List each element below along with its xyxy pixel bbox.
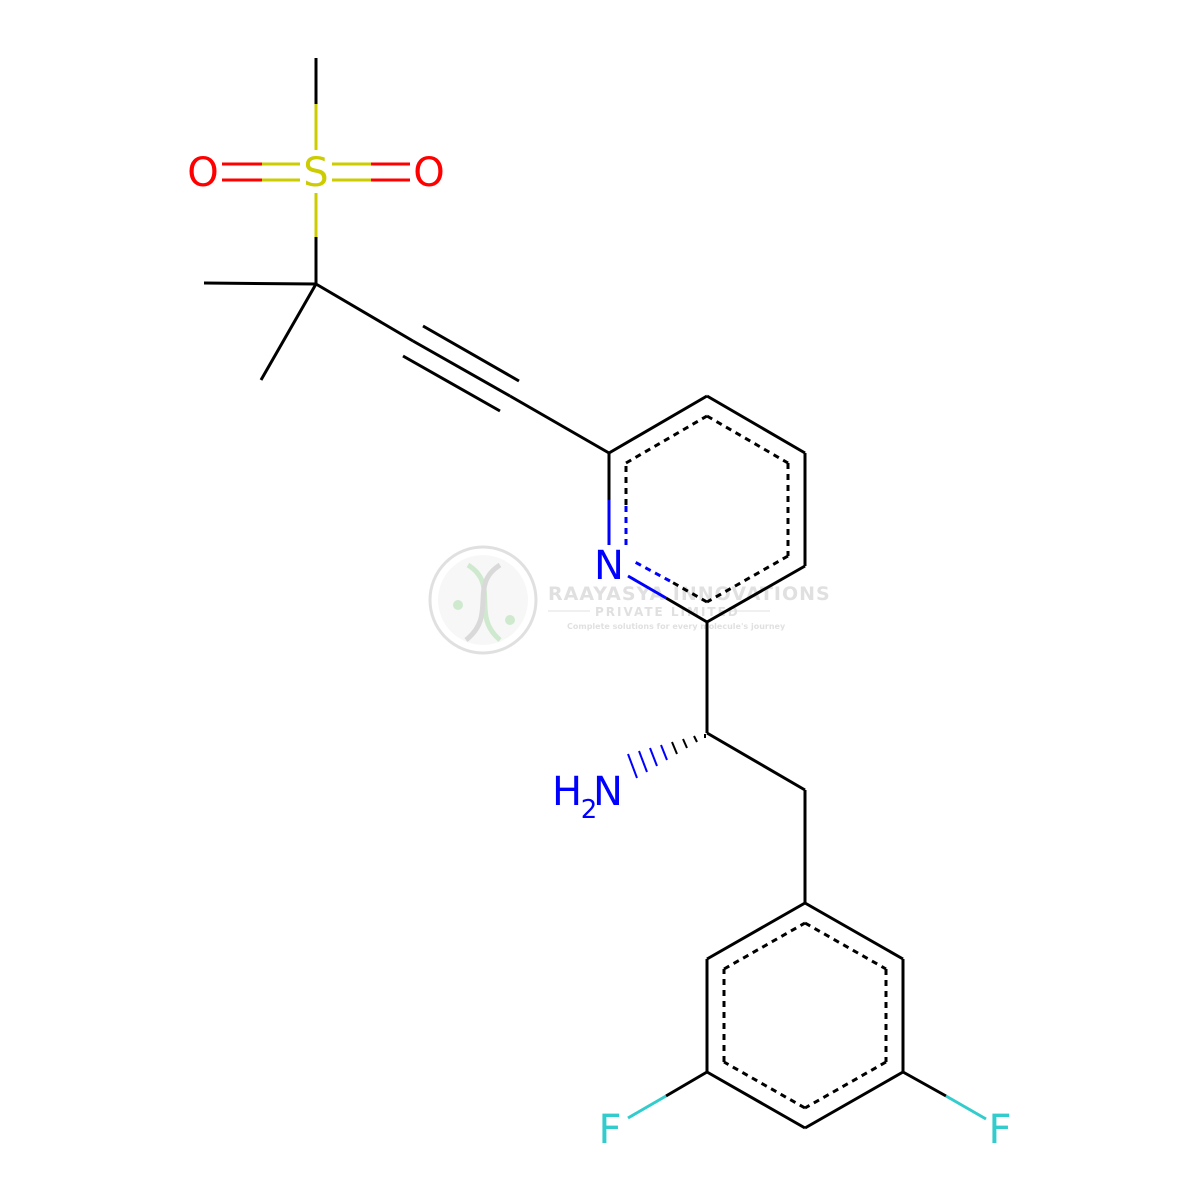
bond-ph-c4-c5 bbox=[706, 1070, 806, 1130]
bond-c-f-right-colored bbox=[945, 1094, 987, 1121]
bond-alkyne-upper bbox=[422, 324, 520, 383]
bond-ph-c3-c4 bbox=[804, 1070, 904, 1130]
bond-ph-c6-c1 bbox=[706, 901, 806, 961]
bond-cq-methyl-down bbox=[259, 283, 318, 381]
bond-c-f-left bbox=[665, 1070, 708, 1098]
atom-amine-nitrogen: N bbox=[593, 769, 623, 815]
atom-fluorine-left: F bbox=[598, 1107, 621, 1153]
atom-pyridine-nitrogen: N bbox=[594, 543, 624, 589]
phenyl-aromatic-dashes bbox=[722, 921, 888, 1110]
watermark: RAAYASYA INNOVATIONS PRIVATE LIMITED Com… bbox=[428, 545, 831, 655]
bond-py-c3-c4 bbox=[706, 394, 806, 455]
watermark-title: RAAYASYA INNOVATIONS bbox=[548, 583, 831, 605]
atom-amine-subscript: 2 bbox=[581, 795, 598, 825]
stereo-hash-wedge bbox=[627, 734, 706, 779]
bond-chiral-ch2 bbox=[706, 731, 806, 792]
bond-cq-methyl-left bbox=[203, 281, 317, 286]
watermark-tagline: Complete solutions for every molecule's … bbox=[567, 622, 786, 631]
watermark-logo-ring bbox=[428, 545, 538, 655]
atom-oxygen-left: O bbox=[187, 150, 218, 196]
bond-c-f-left-colored bbox=[627, 1094, 667, 1120]
atom-amine-h: H bbox=[552, 769, 582, 815]
atom-labels: S O O N H 2 N F F bbox=[187, 150, 1011, 1153]
atom-fluorine-right: F bbox=[988, 1107, 1011, 1153]
pyridine-aromatic-dashes bbox=[624, 414, 790, 604]
bond-alkyne-center bbox=[412, 339, 511, 398]
bond-cq-alkyne bbox=[315, 282, 414, 343]
atom-oxygen-right: O bbox=[413, 150, 444, 196]
dna-logo-icon bbox=[453, 562, 515, 642]
watermark-subtitle: PRIVATE LIMITED bbox=[595, 605, 740, 619]
bond-py-c5-c6 bbox=[706, 564, 806, 624]
bonds bbox=[203, 58, 987, 1130]
bond-alkyne-pyridine bbox=[509, 394, 610, 455]
bond-ph-c1-c2 bbox=[804, 901, 904, 961]
bond-py-c6-n bbox=[665, 596, 708, 624]
bond-c-f-right bbox=[902, 1070, 947, 1098]
atom-sulfur: S bbox=[303, 150, 328, 196]
bond-py-c2-c3 bbox=[608, 394, 708, 455]
bond-py-c6-n-colored bbox=[627, 574, 667, 600]
bond-alkyne-lower bbox=[402, 354, 501, 413]
